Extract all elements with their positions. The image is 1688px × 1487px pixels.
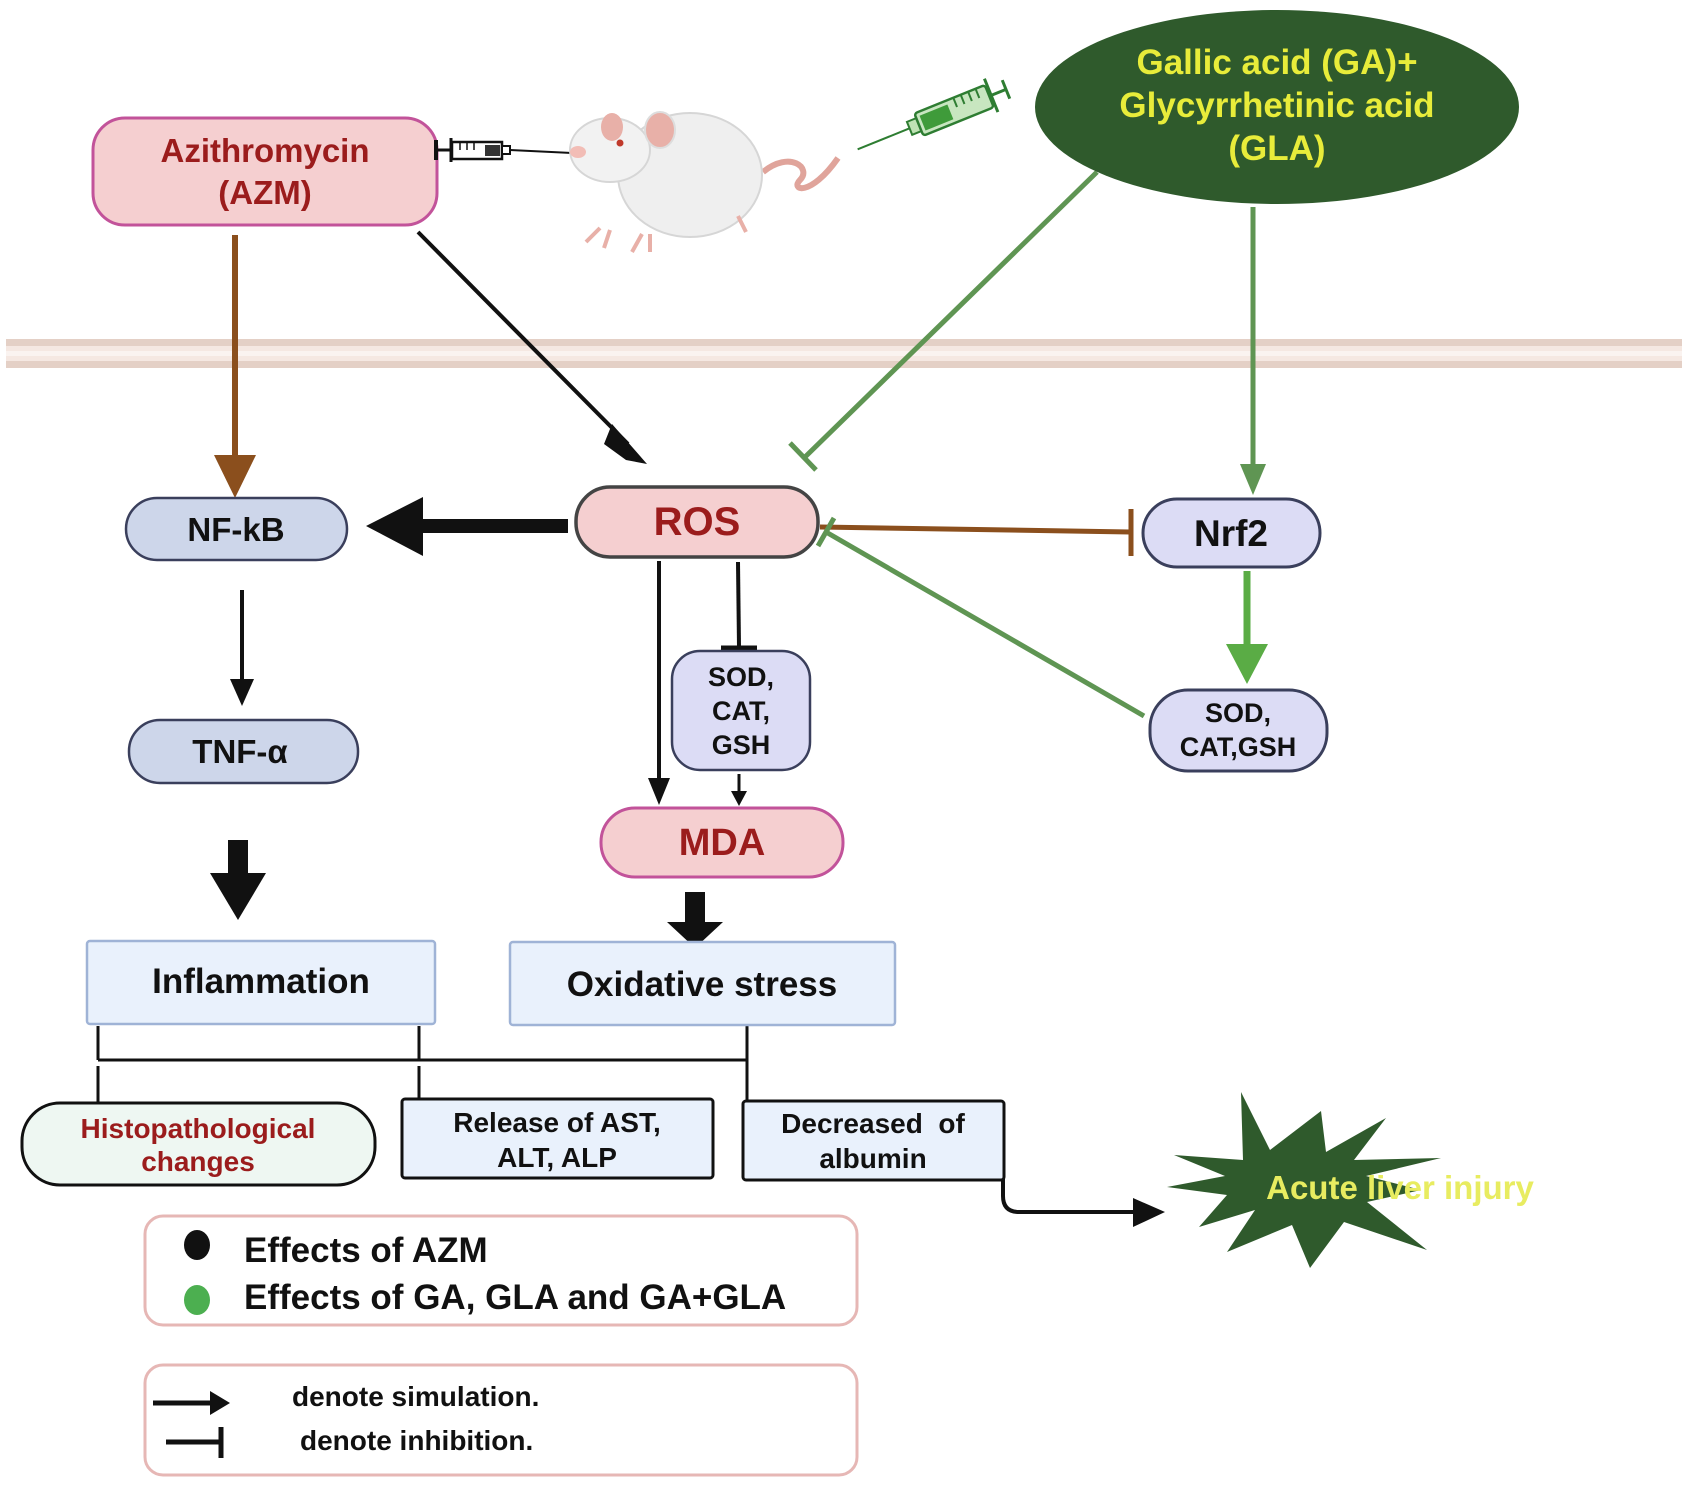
- ga-gla-label-line2: Glycyrrhetinic acid: [1119, 86, 1434, 125]
- azm-label-line2: (AZM): [218, 174, 311, 211]
- nfkb-label: NF-kB: [187, 511, 284, 548]
- mda-label: MDA: [679, 822, 766, 864]
- edge-tnf-to-inflammation: [210, 840, 266, 920]
- ga-gla-node[interactable]: Gallic acid (GA)+ Glycyrrhetinic acid (G…: [1035, 10, 1519, 204]
- oxidative-stress-label: Oxidative stress: [567, 965, 837, 1004]
- edge-ros-inhibits-antioxidants: [721, 561, 757, 651]
- nfkb-node[interactable]: NF-kB: [124, 496, 349, 562]
- decreased-albumin-node[interactable]: Decreased of albumin: [741, 1099, 1006, 1182]
- antioxidants-mid-node[interactable]: SOD, CAT, GSH: [670, 649, 812, 772]
- legend-symbols: denote simulation. denote inhibition.: [143, 1363, 859, 1477]
- edge-ga-inhibits-ros: [788, 170, 1099, 472]
- legend-effect-azm: Effects of AZM: [244, 1231, 488, 1270]
- azithromycin-node[interactable]: Azithromycin (AZM): [91, 116, 439, 227]
- edge-to-acute-liver-injury: [1001, 1178, 1165, 1227]
- green-syringe-icon: [857, 78, 1012, 151]
- nrf2-label: Nrf2: [1194, 513, 1268, 554]
- histopathological-line2: changes: [141, 1146, 255, 1177]
- edge-ros-to-mda: [648, 561, 670, 805]
- azm-effect-dot-icon: [184, 1230, 210, 1260]
- edge-ros-inhibits-nrf2: [819, 509, 1134, 556]
- decreased-albumin-line2: albumin: [819, 1143, 926, 1174]
- legend-effect-ga: Effects of GA, GLA and GA+GLA: [244, 1278, 786, 1317]
- acute-liver-injury-label: Acute liver injury: [1266, 1169, 1534, 1206]
- mda-node[interactable]: MDA: [599, 806, 845, 879]
- edge-azm-to-nfkb: [214, 235, 256, 498]
- inflammation-node[interactable]: Inflammation: [85, 939, 437, 1026]
- edge-ros-to-nfkb: [366, 497, 568, 556]
- decreased-albumin-line1: Decreased of: [781, 1108, 965, 1139]
- ga-gla-label-line3: (GLA): [1228, 129, 1325, 168]
- edge-azm-to-ros: [416, 230, 647, 464]
- inhibition-bar-icon: [166, 1427, 224, 1458]
- stimulation-arrow-icon: [153, 1391, 230, 1415]
- antioxidants-right-line1: SOD,: [1205, 698, 1271, 728]
- antioxidants-mid-line1: SOD,: [708, 662, 774, 692]
- antioxidants-mid-line2: CAT,: [712, 696, 770, 726]
- burst-shape: [1167, 1092, 1441, 1268]
- release-enzymes-line2: ALT, ALP: [497, 1142, 617, 1173]
- antioxidants-mid-line3: GSH: [712, 730, 771, 760]
- cell-membrane: [6, 339, 1682, 368]
- ga-gla-label-line1: Gallic acid (GA)+: [1136, 43, 1417, 82]
- syringe-icon: [434, 138, 573, 162]
- edge-ga-to-nrf2: [1240, 207, 1266, 495]
- legend-inhibition-label: denote inhibition.: [300, 1425, 533, 1456]
- oxidative-stress-node[interactable]: Oxidative stress: [508, 940, 897, 1027]
- tnf-node[interactable]: TNF-α: [127, 718, 360, 785]
- azm-label-line1: Azithromycin: [160, 132, 369, 169]
- ros-node[interactable]: ROS: [574, 485, 820, 559]
- tnf-label: TNF-α: [192, 733, 287, 770]
- nrf2-node[interactable]: Nrf2: [1141, 497, 1322, 569]
- outcome-connectors: [96, 1025, 749, 1108]
- edge-antioxidants-to-mda: [731, 774, 747, 806]
- histopathological-node[interactable]: Histopathological changes: [20, 1101, 377, 1187]
- edge-nrf2-to-antioxidants: [1226, 571, 1268, 684]
- edge-antioxidants-inhibit-ros: [815, 516, 1146, 719]
- release-enzymes-node[interactable]: Release of AST, ALT, ALP: [400, 1097, 715, 1180]
- release-enzymes-line1: Release of AST,: [453, 1107, 660, 1138]
- inflammation-label: Inflammation: [152, 962, 370, 1001]
- rat-icon: [569, 111, 841, 253]
- edge-mda-to-oxidative-stress: [667, 892, 723, 948]
- antioxidants-right-line2: CAT,GSH: [1180, 732, 1297, 762]
- legend-stimulation-label: denote simulation.: [292, 1381, 539, 1412]
- histopathological-line1: Histopathological: [81, 1113, 316, 1144]
- ros-label: ROS: [654, 500, 741, 544]
- legend-effects: Effects of AZM Effects of GA, GLA and GA…: [143, 1214, 859, 1327]
- edge-nfkb-to-tnf: [230, 590, 254, 706]
- ga-effect-dot-icon: [184, 1285, 210, 1315]
- acute-liver-injury-node[interactable]: Acute liver injury: [1167, 1092, 1535, 1268]
- antioxidants-right-node[interactable]: SOD, CAT,GSH: [1148, 688, 1329, 773]
